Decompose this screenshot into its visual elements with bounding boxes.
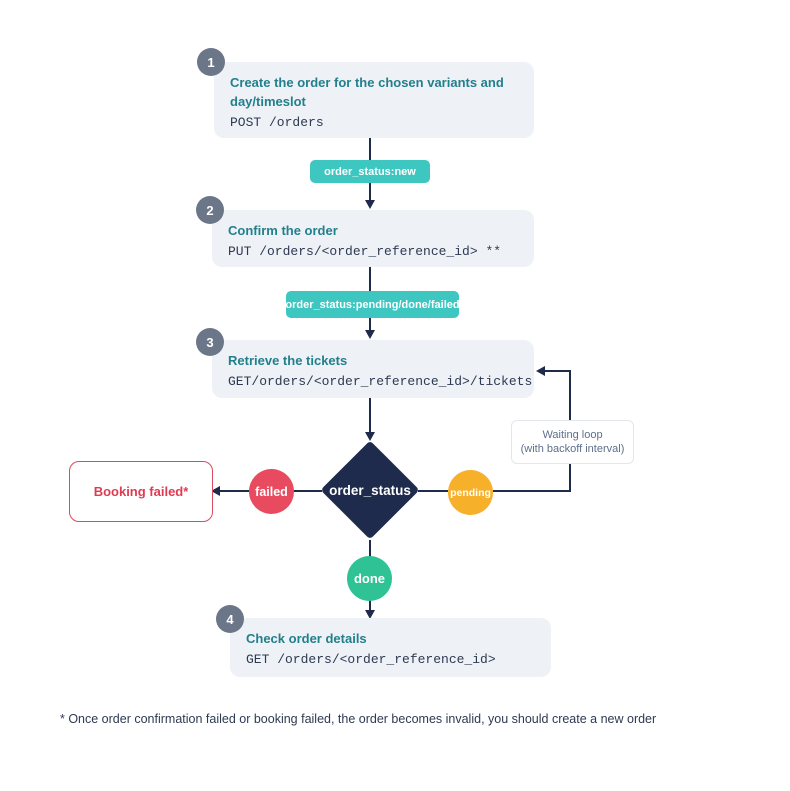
step-title: Retrieve the tickets [228,353,348,368]
step-number-badge: 2 [196,196,224,224]
arrow-left-icon [211,486,220,496]
branch-circle-done: done [347,556,392,601]
step-number-badge: 4 [216,605,244,633]
step-box-retrieve-tickets: Retrieve the tickets GET/orders/<order_r… [212,340,534,398]
step-api-code: GET/orders/<order_reference_id>/tickets [228,374,533,389]
step-title: Create the order for the chosen variants… [230,75,504,109]
booking-failed-box: Booking failed* [69,461,213,522]
decision-node-order-status: order_status [320,440,420,540]
step-number-badge: 1 [197,48,225,76]
arrow-down-icon [365,200,375,209]
arrow-down-icon [365,330,375,339]
waiting-loop-line2: (with backoff interval) [520,443,625,455]
connector-diamond-failed [290,490,322,492]
waiting-loop-note: Waiting loop (with backoff interval) [511,420,634,464]
decision-label: order_status [329,482,411,498]
status-badge-pending-done-failed: order_status:pending/done/failed [285,291,460,318]
step-api-code: POST /orders [230,115,324,130]
connector-failed-bookingfailed [219,490,249,492]
step-title: Confirm the order [228,223,338,238]
branch-circle-failed: failed [249,469,294,514]
arrow-down-icon [365,610,375,619]
step-api-code: GET /orders/<order_reference_id> [246,652,496,667]
step-box-confirm-order: Confirm the order PUT /orders/<order_ref… [212,210,534,267]
step-title: Check order details [246,631,367,646]
arrow-left-icon [536,366,545,376]
step-box-create-order: Create the order for the chosen variants… [214,62,534,138]
footnote-text: * Once order confirmation failed or book… [60,712,657,726]
connector-step3-decision [369,398,371,434]
branch-circle-pending: pending [448,470,493,515]
connector-diamond-pending [418,490,448,492]
waiting-loop-line1: Waiting loop [542,429,603,441]
status-badge-new: order_status:new [310,160,430,183]
connector-pending-loop [493,490,571,492]
step-box-check-order-details: Check order details GET /orders/<order_r… [230,618,551,677]
step-number-badge: 3 [196,328,224,356]
arrow-down-icon [365,432,375,441]
connector-loop-into-step3 [544,370,571,372]
step-api-code: PUT /orders/<order_reference_id> ** [228,244,502,259]
